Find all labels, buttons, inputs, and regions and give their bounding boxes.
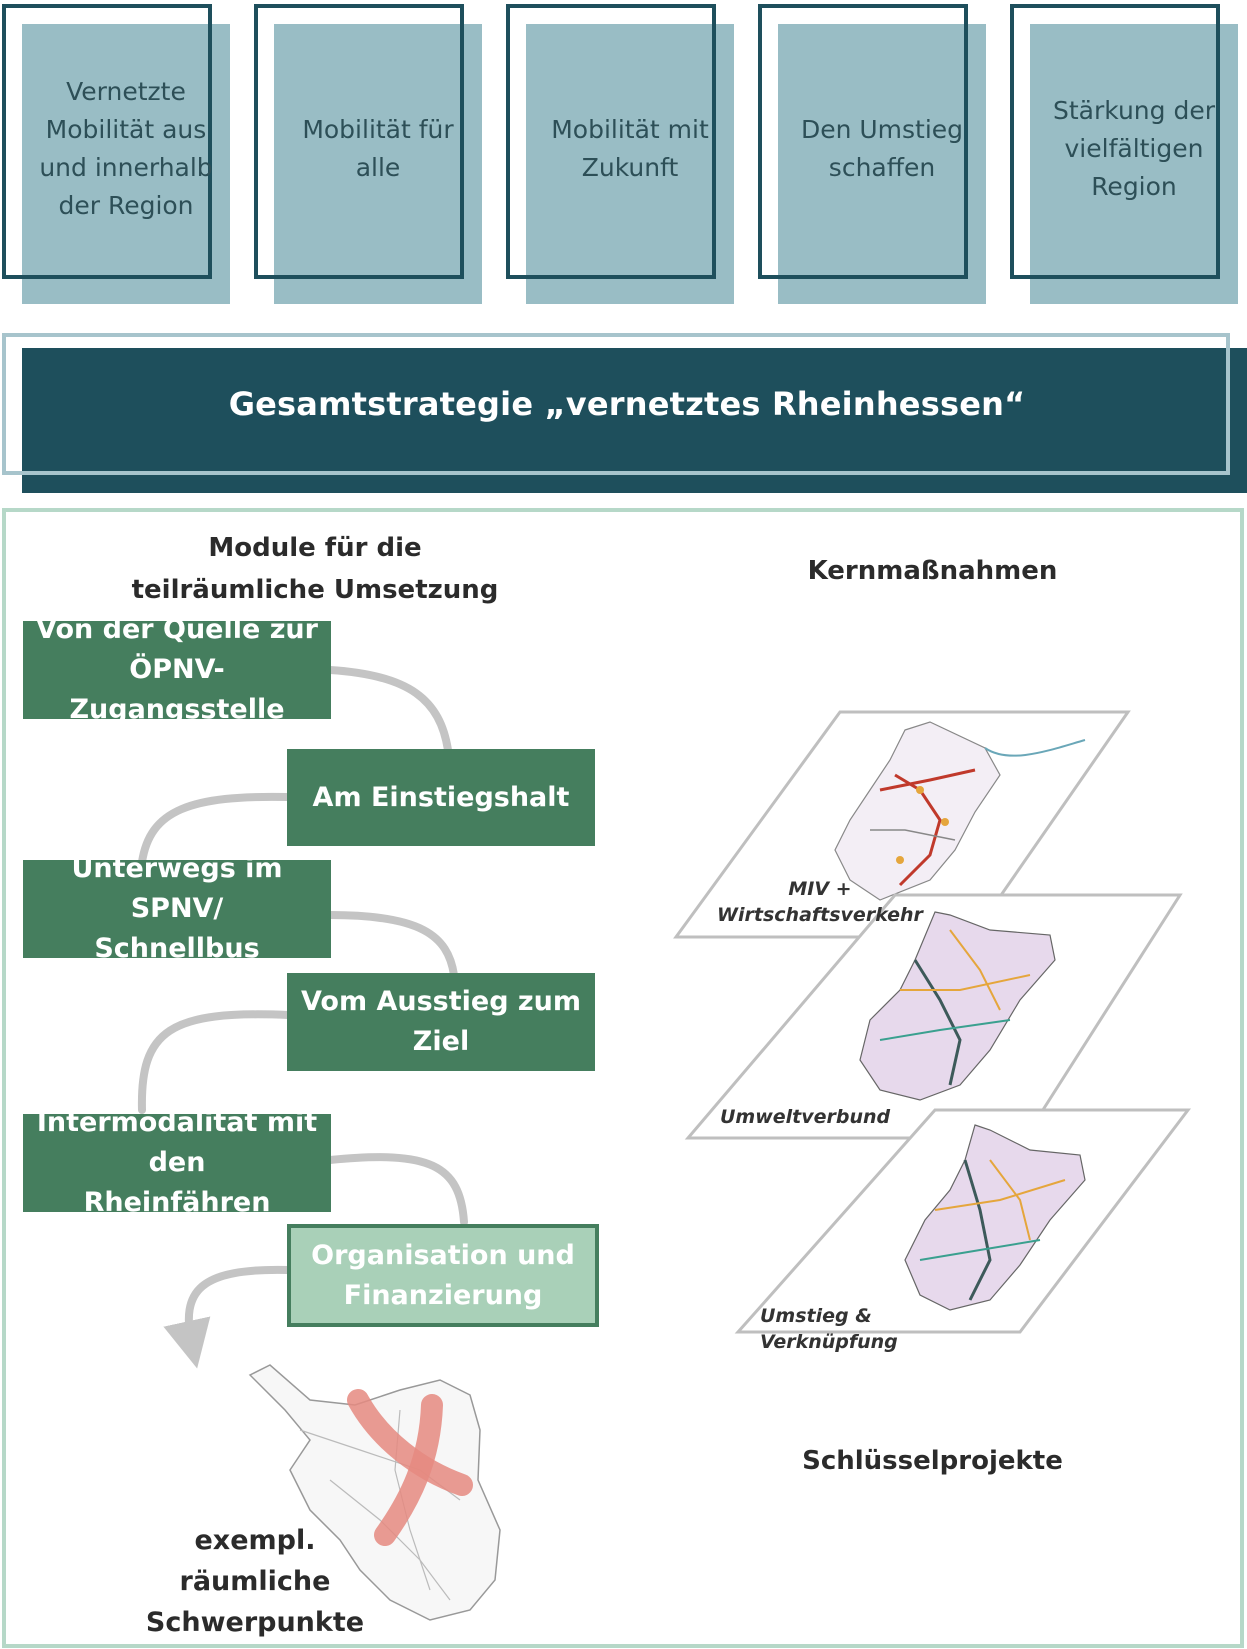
strategy-frame <box>2 333 1230 475</box>
focus-region-map <box>248 1364 501 1621</box>
layer-umstieg-map <box>734 1108 1192 1334</box>
strategy-title: Gesamtstrategie „vernetztes Rheinhessen“ <box>228 385 1026 423</box>
goal-tile-3: Mobilität mit Zukunft <box>504 0 734 310</box>
strategy-band <box>22 348 1247 493</box>
module-einstiegshalt: Am Einstiegshalt <box>287 749 595 846</box>
connector-2-3 <box>138 792 292 866</box>
focus-map-label: exempl. räumliche Schwerpunkte <box>145 1525 365 1638</box>
goal-label: Mobilität mit Zukunft <box>551 115 709 182</box>
goal-tile-2: Mobilität für alle <box>252 0 482 310</box>
goal-label: Den Umstieg schaffen <box>800 115 964 182</box>
layer-miv-label: MIV + Wirtschaftsverkehr <box>717 878 923 926</box>
module-quelle-zugang: Von der Quelle zur ÖPNV-Zugangsstelle <box>23 614 331 725</box>
connector-4-5 <box>137 1010 292 1114</box>
module-organisation: Organisation und Finanzierung <box>287 1224 599 1327</box>
goal-label: Vernetzte Mobilität aus und innerhalb de… <box>39 77 213 220</box>
schluesselprojekte-heading: Schlüsselprojekte <box>802 1446 1063 1476</box>
lower-panel <box>2 508 1244 1648</box>
connector-6-map <box>163 1265 292 1369</box>
goal-label: Stärkung der vielfältigen Region <box>1052 96 1215 201</box>
module-unterwegs: Unterwegs im SPNV/ Schnellbus <box>23 853 331 964</box>
modules-heading: Module für die teilräumliche Umsetzung <box>131 533 499 605</box>
kernmassnahmen-heading: Kernmaßnahmen <box>807 556 1058 586</box>
layer-umweltverbund-label: Umweltverbund <box>720 1106 891 1128</box>
goal-tile-1: Vernetzte Mobilität aus und innerhalb de… <box>0 0 230 310</box>
goal-tile-5: Stärkung der vielfältigen Region <box>1008 0 1238 310</box>
connector-1-2 <box>326 666 452 754</box>
layer-umstieg-label: Umstieg & Verknüpfung <box>760 1305 898 1353</box>
connector-3-4 <box>326 911 458 979</box>
connector-5-6 <box>326 1153 468 1226</box>
module-intermodalitaet: Intermodalität mit den Rheinfähren <box>23 1107 331 1218</box>
goal-tile-4: Den Umstieg schaffen <box>756 0 986 310</box>
module-ausstieg-ziel: Vom Ausstieg zum Ziel <box>287 973 595 1071</box>
goal-label: Mobilität für alle <box>302 115 454 182</box>
